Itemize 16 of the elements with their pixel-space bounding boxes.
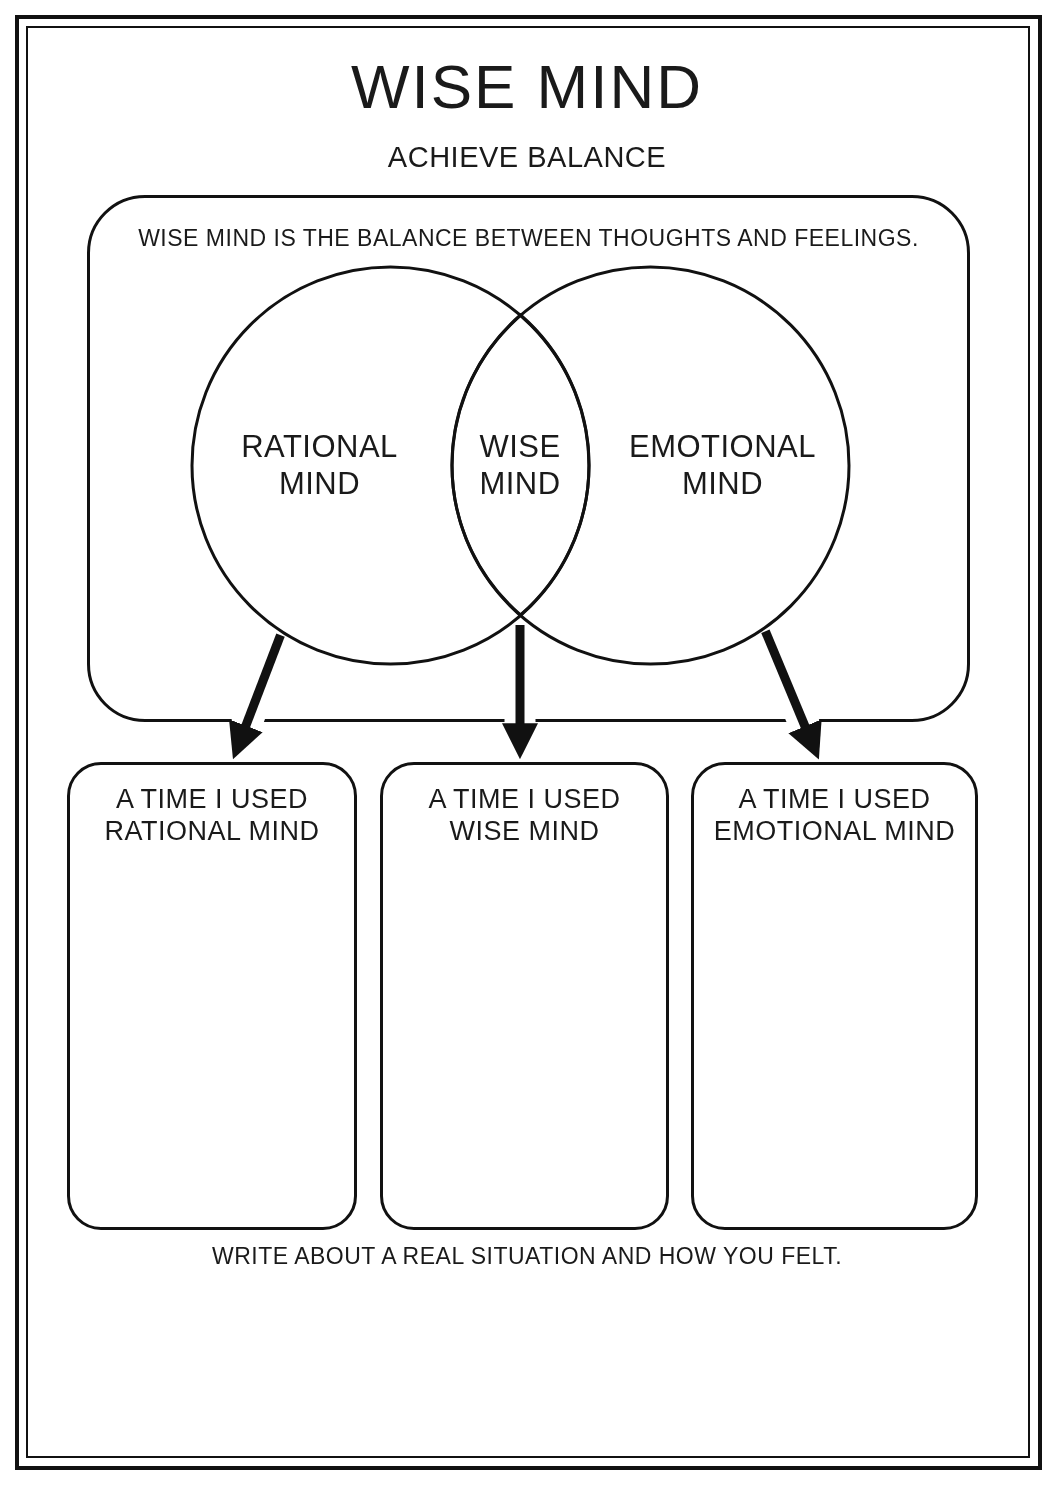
- answer-box: [380, 762, 669, 1230]
- circle-label: RATIONAL MIND: [240, 427, 399, 502]
- subtitle: ACHIEVE BALANCE: [387, 141, 667, 173]
- overlap-label: WISE MIND: [478, 428, 562, 503]
- box-prompt: A TIME I USED WISE MIND: [427, 783, 622, 848]
- arrow: [761, 629, 822, 760]
- rounded-panel: [87, 195, 970, 722]
- arrow: [229, 633, 285, 760]
- intro-text: WISE MIND IS THE BALANCE BETWEEN THOUGHTS AND FEELINGS.: [137, 225, 920, 253]
- answer-box: [691, 762, 978, 1230]
- box-prompt: A TIME I USED EMOTIONAL MIND: [712, 783, 957, 848]
- answer-box: [67, 762, 357, 1230]
- title: WISE MIND: [350, 52, 704, 121]
- circle-label: EMOTIONAL MIND: [627, 427, 818, 502]
- box-prompt: A TIME I USED RATIONAL MIND: [103, 783, 321, 848]
- instruction-note: WRITE ABOUT A REAL SITUATION AND HOW YOU FELT.: [211, 1243, 843, 1269]
